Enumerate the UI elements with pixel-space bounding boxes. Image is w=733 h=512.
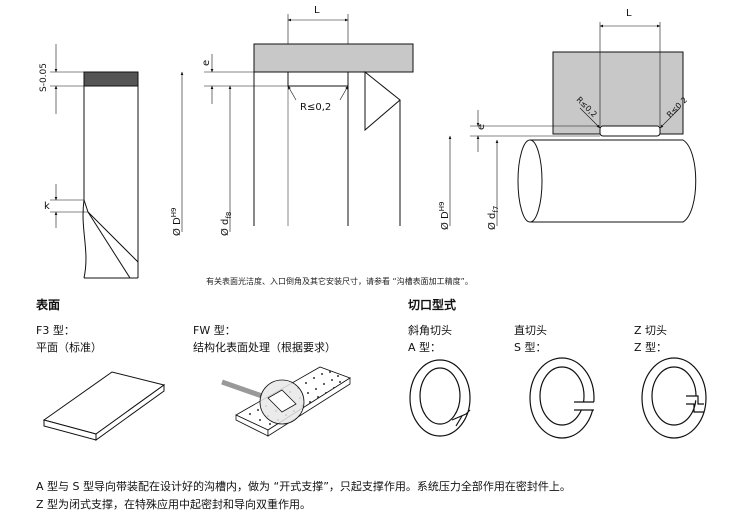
e-dimension-label-1: e [201, 60, 212, 66]
strip-section-figure [50, 44, 139, 279]
surface-section-title: 表面 [36, 298, 61, 312]
type-a-line1: 斜角切头 [408, 324, 452, 337]
type-s-line1: 直切头 [514, 324, 547, 337]
e-dimension-label-2: e [476, 124, 487, 130]
l-dimension-label-1: L [314, 5, 320, 16]
type-a-line2: A 型： [408, 341, 442, 354]
d-rod-label-1: Ø df8 [219, 212, 233, 236]
fw-type-desc: 结构化表面处理（根据要求） [193, 341, 336, 354]
structured-strip-illustration [221, 366, 351, 437]
ring-type-a [409, 359, 471, 437]
k-dimension-label: k [44, 201, 50, 212]
flat-strip-illustration [42, 371, 166, 441]
d-rod-label-2: Ø df7 [486, 206, 500, 230]
groove-figure-2 [448, 22, 697, 226]
cut-section-title: 切口型式 [408, 298, 457, 312]
ring-type-s [529, 357, 596, 439]
s-dimension-label: S-0.05 [39, 63, 49, 92]
footer-line-1: A 型与 S 型导向带装配在设计好的沟槽内，做为 “开式支撑”，只起支撑作用。系… [36, 480, 571, 493]
r-label-1: R≤0,2 [300, 102, 331, 113]
d-bore-label-2: Ø DH9 [438, 202, 451, 230]
f3-type-desc: 平面（标准） [36, 341, 102, 354]
type-z-line2: Z 型： [634, 341, 668, 354]
installation-note: 有关表面光洁度、入口倒角及其它安装尺寸，请参看 “沟槽表面加工精度”。 [206, 277, 473, 286]
fw-type-label: FW 型： [193, 324, 236, 337]
footer-line-2: Z 型为闭式支撑，在特殊应用中起密封和导向双重作用。 [36, 498, 312, 511]
ring-type-z [641, 357, 707, 439]
type-z-line1: Z 切头 [634, 324, 668, 337]
groove-figure-1 [180, 14, 414, 232]
l-dimension-label-2: L [626, 8, 632, 19]
f3-type-label: F3 型： [36, 324, 75, 337]
d-bore-label-1: Ø DH9 [170, 208, 183, 236]
type-s-line2: S 型： [514, 341, 547, 354]
